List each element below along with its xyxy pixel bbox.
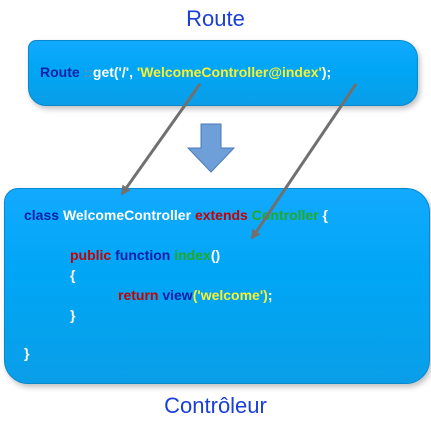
method-signature-line: public function index() [70,246,220,264]
public-keyword: public [70,247,112,263]
method-open-brace: { [70,267,76,283]
route-end: ); [321,64,332,80]
controller-box [4,188,430,384]
arrow-method-mapping [250,83,358,240]
route-method: get('/', [92,64,137,80]
route-argument: 'WelcomeController@index' [136,64,322,80]
class-open-brace: { [322,207,328,223]
arrow-class-mapping [120,83,202,196]
return-line: return view('welcome'); [118,286,273,304]
view-function: view [162,287,193,303]
method-close-brace: } [70,307,76,323]
extends-keyword: extends [194,207,248,223]
class-close-brace: } [24,345,30,361]
return-keyword: return [118,287,159,303]
function-keyword: function [115,247,171,263]
method-name: index [174,247,211,263]
route-operator: :: [83,64,93,80]
down-arrow-icon [186,123,236,173]
method-parens: () [210,247,221,263]
class-keyword: class [24,207,60,223]
view-argument: ('welcome') [192,287,268,303]
controller-title: Contrôleur [164,393,267,418]
controller-class-name: WelcomeController [62,207,192,223]
route-code-line: Route ::get('/', 'WelcomeController@inde… [40,63,331,81]
route-class-name: Route [40,64,80,80]
return-semicolon: ; [267,287,273,303]
route-box [28,40,418,106]
route-title: Route [186,6,245,31]
